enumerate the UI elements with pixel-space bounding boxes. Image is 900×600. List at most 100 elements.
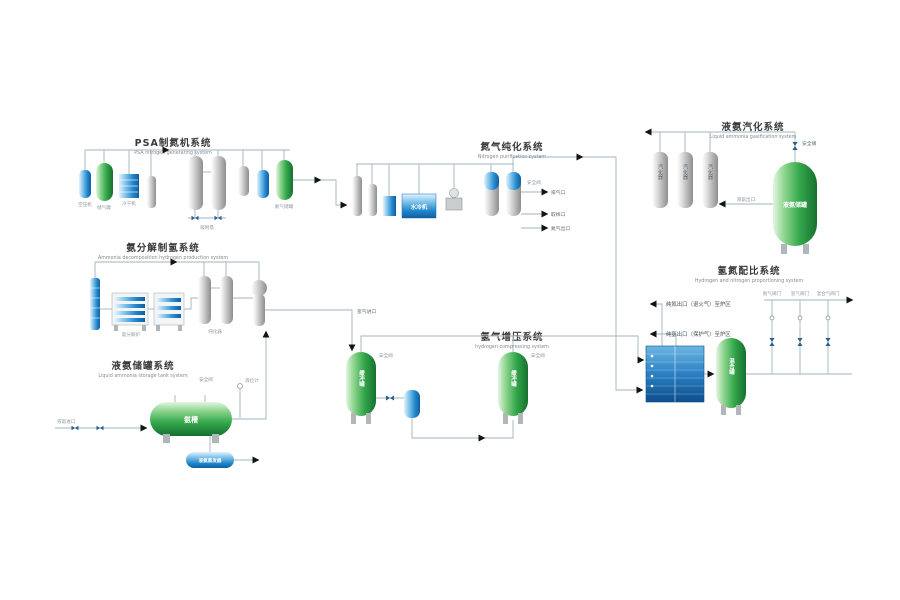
storage-evaporator-label: 液氨蒸发器 — [199, 457, 222, 464]
storage-title: 液氨储罐系统 — [111, 360, 174, 372]
valve-icon — [96, 425, 104, 431]
compress-subtitle: hydrogen compressing system — [475, 344, 549, 350]
ratio-n2-outlet-label: 纯氮出口（退火气）至炉区 — [666, 300, 731, 308]
ratio-title: 氢氮配比系统 — [717, 265, 780, 277]
purify-deoxo-tower-b — [506, 172, 521, 216]
psa-nitrogen-tank — [276, 160, 293, 200]
decomp-cracking-furnace — [111, 292, 149, 331]
ratio-mixer-label: 混合罐 — [728, 357, 736, 376]
gasify-vaporizer-b: 汽化器 — [677, 152, 693, 208]
ratio-flowmeter-cabinet — [645, 345, 705, 403]
psa-filter-column — [147, 176, 156, 208]
gasify-tank-label: 液氨储罐 — [783, 201, 807, 209]
gasify-vaporizer-a: 汽化器 — [652, 152, 668, 208]
gasify-vaporizer-label: 汽化器 — [682, 163, 688, 181]
psa-adsorber-tower-a — [188, 156, 203, 210]
gasify-subtitle: Liquid ammonia gasification system — [710, 134, 797, 140]
purify-port-label: 取样口 — [551, 211, 566, 218]
ratio-mixing-tank: 混合罐 — [716, 338, 746, 415]
purify-port-label: 氮气出口 — [551, 225, 570, 232]
purify-port-label: 排气口 — [551, 189, 566, 196]
ratio-valve-label: 氮气阀门 — [763, 290, 782, 297]
psa-unit-label: 吸附塔 — [200, 224, 214, 231]
purification-system: 氮气纯化系统 Nitrogen purification system 水冷机 — [352, 141, 644, 394]
psa-unit-label: 冷干机 — [122, 200, 136, 207]
compress-safety-label: 安全阀 — [531, 352, 545, 359]
psa-title: PSA制氮机系统 — [135, 137, 212, 149]
storage-system: 液氨储罐系统 Liquid ammonia storage tank syste… — [55, 330, 270, 468]
decomposition-system: 氨分解制氢系统 Ammonia decomposition hydrogen p… — [90, 242, 356, 352]
gasify-safety-label: 安全阀 — [802, 140, 817, 147]
decomp-unit-label: 纯化器 — [208, 328, 222, 335]
compressing-system: 氢气增压系统 hydrogen compressing system 缓冲罐 缓… — [346, 308, 645, 442]
storage-safety-label: 安全阀 — [199, 376, 213, 383]
valve-icon — [386, 395, 394, 401]
decomp-subtitle: Ammonia decomposition hydrogen productio… — [98, 255, 228, 261]
storage-pipes — [55, 330, 270, 464]
storage-gauge-label: 液位计 — [245, 377, 259, 384]
purify-column-a — [352, 176, 362, 216]
valve-icon — [769, 338, 775, 346]
valve-icon — [825, 338, 831, 346]
gauge-icon — [769, 315, 775, 321]
psa-buffer-cylinder — [257, 170, 269, 198]
storage-inlet-label: 液氨进口 — [57, 418, 76, 425]
psa-unit-label: 储气罐 — [97, 204, 111, 211]
purify-compressor — [445, 188, 463, 211]
psa-unit-label: 空压机 — [78, 201, 92, 208]
decomp-ball-top-vessel — [251, 280, 267, 326]
gauge-icon — [825, 315, 831, 321]
psa-unit-label: 氮气储罐 — [275, 203, 294, 210]
purify-subtitle: Nitrogen purification system — [478, 154, 547, 160]
compress-title: 氢气增压系统 — [480, 331, 543, 343]
decomp-purifier-tower-b — [220, 276, 233, 324]
gasification-system: 液氨汽化系统 Liquid ammonia gasification syste… — [644, 121, 817, 254]
compress-hydrogen-cylinder — [404, 390, 420, 418]
gasify-outlet-label: 液氨出口 — [737, 196, 756, 203]
decomp-pipes — [94, 258, 356, 352]
safety-valve-icon — [792, 142, 798, 150]
compress-pipes — [360, 335, 645, 442]
psa-adsorber-tower-b — [211, 156, 226, 210]
gasify-vaporizer-c: 汽化器 — [702, 152, 718, 208]
purify-pipes — [356, 153, 644, 394]
psa-subtitle: PSA nitrogen generating system — [134, 150, 212, 156]
purify-chiller-label: 水冷机 — [411, 203, 428, 211]
storage-ammonia-tank: 氨槽 — [150, 402, 232, 443]
storage-evaporator: 液氨蒸发器 — [186, 452, 234, 468]
purify-safety-label: 安全阀 — [527, 179, 541, 186]
compress-buffer-label: 缓冲罐 — [358, 369, 366, 388]
ratio-subtitle: Hydrogen and nitrogen proportioning syst… — [695, 278, 804, 284]
decomp-ammonia-column — [90, 278, 100, 330]
purify-deoxo-tower-a — [484, 172, 499, 216]
psa-air-dryer — [119, 174, 139, 198]
compress-safety-label: 安全阀 — [379, 352, 393, 359]
decomp-unit-label: 氨分解炉 — [122, 331, 141, 338]
valve-icon — [797, 338, 803, 346]
ratio-valve-label: 混合气阀门 — [817, 290, 840, 297]
decomp-title: 氨分解制氢系统 — [126, 242, 200, 254]
storage-subtitle: Liquid ammonia storage tank system — [98, 373, 188, 379]
compress-buffer-tank-right: 缓冲罐 — [498, 352, 528, 424]
gasify-vaporizer-label: 汽化器 — [707, 163, 713, 181]
purify-title: 氮气纯化系统 — [480, 141, 543, 153]
compress-buffer-label: 缓冲罐 — [510, 369, 518, 388]
psa-air-compressor-tank — [79, 170, 91, 198]
compress-buffer-tank-left: 缓冲罐 — [346, 352, 376, 424]
valve-icon — [71, 425, 79, 431]
psa-air-receiver-tank — [96, 163, 113, 201]
proportioning-system: 氢氮配比系统 Hydrogen and nitrogen proportioni… — [645, 265, 854, 415]
compress-inlet-label: 氢气进口 — [357, 308, 376, 315]
purify-chiller: 水冷机 — [401, 193, 437, 219]
ratio-h2-outlet-label: 纯氢出口（保护气）至炉区 — [666, 330, 731, 338]
gasify-storage-tank: 液氨储罐 — [773, 162, 817, 254]
gasify-vaporizer-label: 汽化器 — [657, 163, 663, 181]
purify-heat-exchanger — [383, 196, 396, 216]
gasify-title: 液氨汽化系统 — [721, 121, 784, 133]
level-gauge-icon — [237, 383, 243, 389]
ratio-pipes — [649, 296, 854, 378]
decomp-cooler-coil — [153, 292, 185, 331]
psa-small-vessel — [238, 166, 249, 196]
